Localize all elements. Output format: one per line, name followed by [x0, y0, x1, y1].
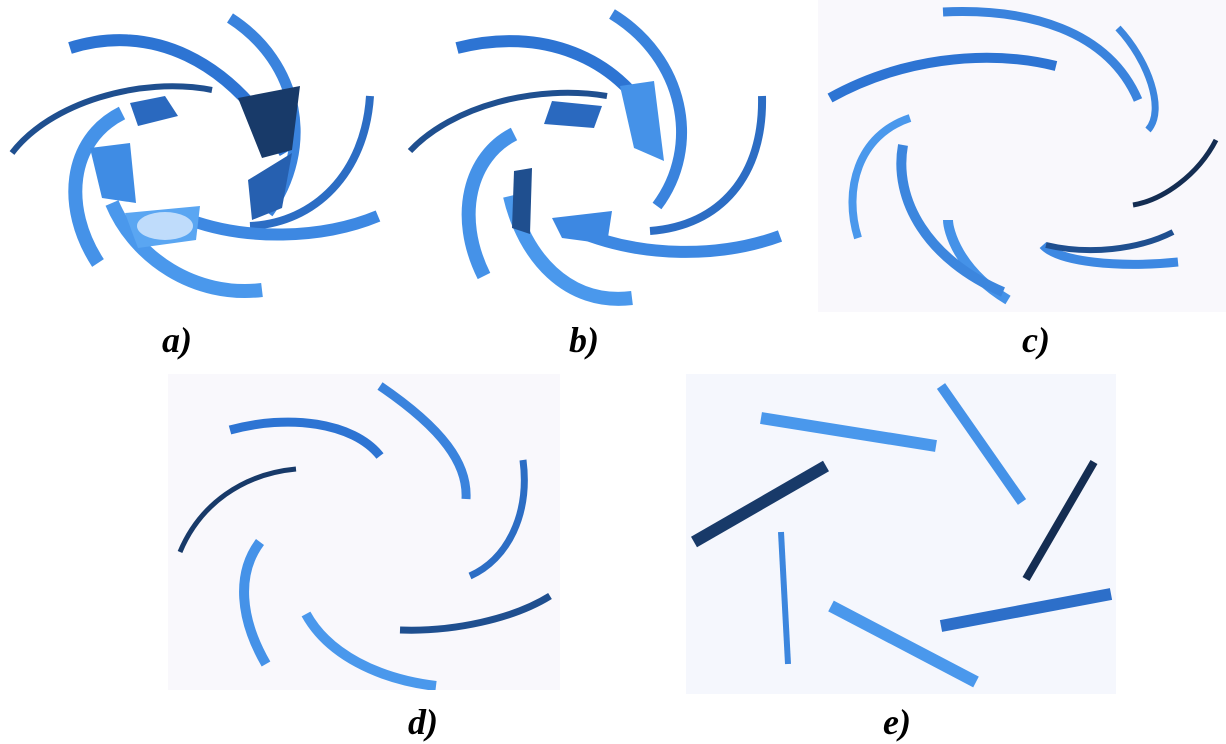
blade-d-4 — [399, 593, 552, 634]
blade-a-4 — [187, 210, 381, 241]
blade-d-2 — [377, 382, 471, 500]
blade-a-7 — [9, 83, 213, 155]
blade-d-5 — [301, 611, 437, 690]
blade-a-6 — [68, 106, 126, 267]
panel-b — [402, 6, 794, 306]
blade-e-4 — [939, 588, 1113, 632]
panel-d — [168, 374, 560, 690]
caption-d: d) — [408, 702, 438, 742]
impeller-b-drawing — [407, 9, 783, 306]
blade-c-9 — [1045, 229, 1175, 254]
blade-b-7 — [407, 89, 608, 154]
blade-e-2 — [936, 383, 1027, 505]
blade-c-1 — [827, 52, 1058, 103]
caption-e: e) — [883, 702, 911, 742]
caption-a: a) — [162, 320, 192, 360]
panel-c — [818, 0, 1226, 312]
inner-shoulder-b-1 — [544, 101, 602, 128]
inner-shoulder-b-3 — [512, 168, 532, 234]
blade-d-1 — [228, 417, 384, 459]
blade-e-1 — [760, 412, 937, 452]
blade-b-2 — [609, 9, 688, 210]
blade-e-6 — [778, 531, 791, 665]
blade-d-6 — [239, 539, 271, 667]
inner-shoulder-a-4 — [90, 143, 136, 203]
blade-e-5 — [828, 600, 979, 688]
blade-c-4 — [1132, 138, 1219, 208]
blade-c-5 — [1039, 241, 1179, 269]
panel-a — [0, 8, 392, 300]
blade-c-3 — [1115, 25, 1159, 133]
hub-highlight-a — [137, 212, 193, 240]
blade-c-8 — [896, 144, 1005, 297]
inner-shoulder-b-4 — [552, 211, 612, 244]
inner-shoulder-a-5 — [130, 96, 178, 126]
blade-b-3 — [649, 95, 767, 235]
panel-e — [686, 374, 1116, 694]
blade-e-7 — [691, 460, 829, 548]
inner-shoulder-a-2 — [248, 153, 292, 220]
blade-c-7 — [848, 114, 912, 240]
blade-b-6 — [461, 127, 518, 280]
blade-a-3 — [249, 95, 374, 230]
blade-d-7 — [177, 466, 297, 553]
caption-c: c) — [1022, 320, 1050, 360]
impeller-e-drawing — [691, 383, 1113, 688]
inner-shoulder-b-2 — [620, 81, 664, 161]
inner-shoulder-a-1 — [238, 86, 300, 158]
blade-c-2 — [942, 7, 1143, 102]
caption-b: b) — [569, 320, 599, 360]
impeller-c-drawing — [827, 7, 1219, 305]
blade-a-5 — [105, 200, 263, 298]
blade-d-3 — [468, 459, 528, 580]
impeller-a-drawing — [9, 13, 381, 298]
impeller-d-drawing — [177, 382, 552, 690]
blade-e-3 — [1022, 459, 1098, 582]
